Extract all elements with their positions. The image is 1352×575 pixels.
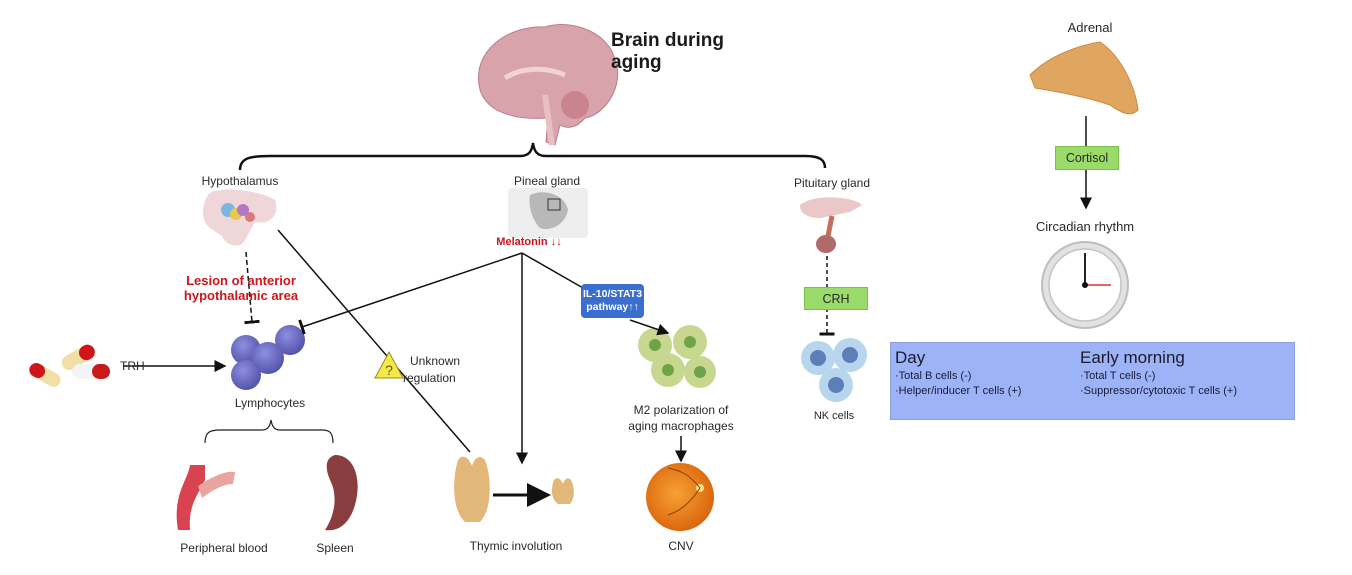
- thymus-icon: [454, 456, 574, 522]
- lesion-label-line1: Lesion of anterior: [186, 273, 296, 288]
- pineal-gland-icon: [508, 188, 588, 238]
- circadian-immune-box: Day ·Total B cells (-) ·Helper/inducer T…: [890, 342, 1295, 420]
- peripheral-blood-icon: [176, 465, 235, 530]
- melatonin-to-pathway: [521, 252, 591, 293]
- early-morning-item: ·Suppressor/cytotoxic T cells (+): [1080, 385, 1238, 397]
- trh-pills-icon: [29, 344, 110, 387]
- hypothalamus-icon: [203, 189, 277, 246]
- diagram-title: Brain during aging: [611, 30, 724, 73]
- brain-icon: [478, 24, 619, 146]
- lymphocytes-icon: [231, 325, 305, 390]
- circadian-rhythm-label: Circadian rhythm: [1035, 219, 1135, 234]
- il10-stat3-pathway-tag: IL-10/STAT3 pathway↑↑: [581, 284, 644, 318]
- macrophage-label-line2: aging macrophages: [628, 419, 734, 433]
- lymphocyte-brace: [204, 419, 334, 444]
- macrophage-label-line1: M2 polarization of: [633, 403, 729, 417]
- spleen-icon: [325, 455, 358, 531]
- lesion-inhibition: [244, 251, 260, 325]
- day-heading: Day: [895, 348, 926, 367]
- trh-label: TRH: [120, 359, 145, 373]
- nk-cells-icon: [801, 338, 867, 402]
- unknown-regulation-line1: Unknown: [410, 354, 461, 368]
- cortisol-box: Cortisol: [1055, 146, 1119, 170]
- day-item: ·Helper/inducer T cells (+): [895, 385, 1022, 397]
- macrophages-icon: [638, 325, 716, 388]
- hypothalamus-to-thymus: [277, 229, 471, 453]
- day-column: Day ·Total B cells (-) ·Helper/inducer T…: [895, 347, 1021, 399]
- lymphocytes-label: Lymphocytes: [234, 396, 306, 410]
- day-item: ·Total B cells (-): [895, 370, 972, 382]
- pituitary-gland-label: Pituitary gland: [793, 176, 871, 190]
- brain-brace: [238, 142, 827, 171]
- hypothalamus-label: Hypothalamus: [201, 174, 279, 188]
- peripheral-blood-label: Peripheral blood: [180, 541, 268, 555]
- early-morning-column: Early morning ·Total T cells (-) ·Suppre…: [1080, 347, 1237, 399]
- svg-text:?: ?: [385, 362, 393, 378]
- spleen-label: Spleen: [316, 541, 354, 555]
- pineal-gland-label: Pineal gland: [513, 174, 581, 188]
- retina-cnv-icon: [646, 463, 714, 531]
- pituitary-gland-icon: [800, 197, 862, 253]
- thymic-involution-label: Thymic involution: [469, 539, 563, 553]
- pathway-line1: IL-10/STAT3: [582, 288, 643, 300]
- early-morning-heading: Early morning: [1080, 348, 1185, 367]
- nk-cells-label: NK cells: [813, 410, 855, 422]
- adrenal-label: Adrenal: [1067, 20, 1113, 35]
- clock-icon: [1041, 241, 1129, 329]
- early-morning-item: ·Total T cells (-): [1080, 370, 1156, 382]
- pathway-line2: pathway↑↑: [586, 301, 639, 313]
- warning-icon: ?: [374, 350, 404, 379]
- lesion-label-line2: hypothalamic area: [183, 288, 299, 303]
- adrenal-icon: [1029, 41, 1139, 115]
- pathway-to-macrophages: [629, 319, 670, 336]
- melatonin-to-lymphocytes: [298, 252, 523, 335]
- unknown-regulation-line2: regulation: [403, 371, 456, 385]
- crh-box: CRH: [804, 287, 868, 310]
- melatonin-label: Melatonin ↓↓: [496, 236, 562, 248]
- cnv-label: CNV: [668, 539, 694, 553]
